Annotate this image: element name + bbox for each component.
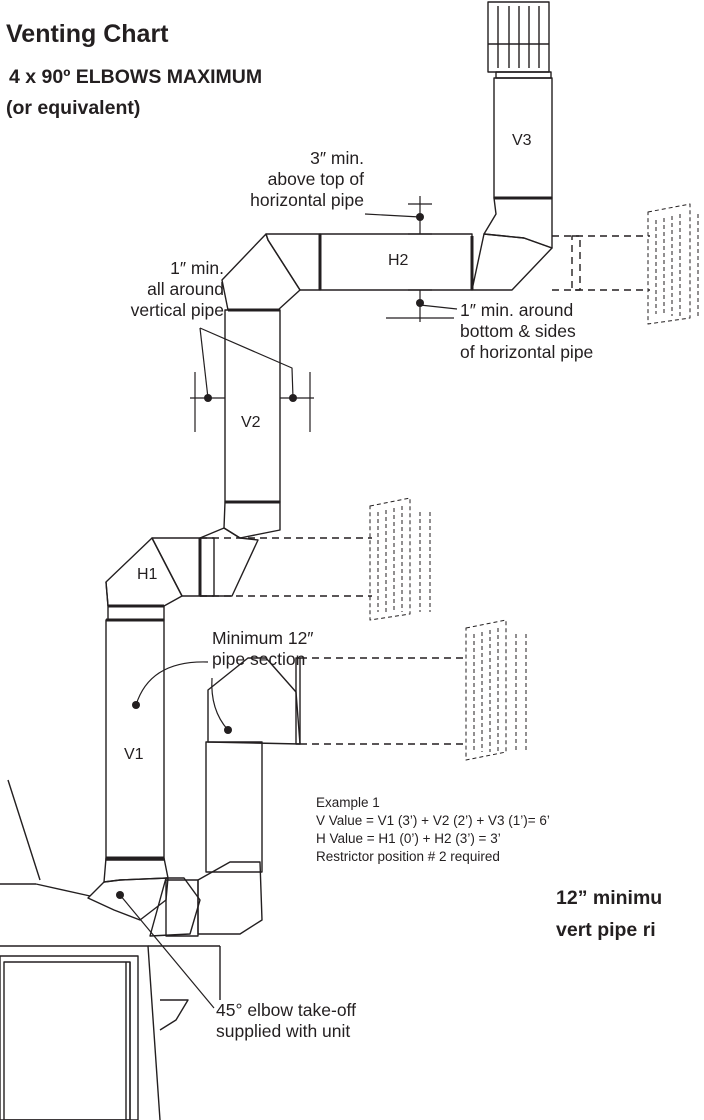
- clearance-marks-v2: [190, 327, 314, 432]
- wall-cap-mid: [369, 497, 431, 621]
- note-bottom-clearance: 1″ min. around bottom & sides of horizon…: [460, 300, 594, 362]
- note-vertical-clearance: 1″ min. all around vertical pipe: [130, 258, 224, 320]
- elbow-top-left: [221, 233, 321, 312]
- subtitle-line2: (or equivalent): [6, 97, 141, 119]
- subtitle-line1: 4 x 90º ELBOWS MAXIMUM: [9, 66, 263, 88]
- label-v3: V3: [512, 132, 532, 149]
- side-caption: 12” minimu vert pipe ri: [556, 887, 663, 941]
- example-block: Example 1 V Value = V1 (3’) + V2 (2’) + …: [316, 794, 550, 866]
- note-top-clearance: 3″ min. above top of horizontal pipe: [250, 148, 364, 210]
- label-v2: V2: [241, 414, 261, 431]
- clearance-marks-h2: [364, 196, 458, 322]
- example-restrictor: Restrictor position # 2 required: [316, 849, 500, 864]
- v3-pipe: [487, 1, 553, 200]
- label-h2: H2: [388, 252, 409, 269]
- dashed-extensions: [200, 235, 650, 745]
- example-title: Example 1: [316, 795, 380, 810]
- example-h-value: H Value = H1 (0’) + H2 (3’) = 3’: [316, 831, 501, 846]
- wall-cap-top: [647, 203, 699, 325]
- bottom-elbow: [87, 857, 201, 937]
- label-h1: H1: [137, 566, 158, 583]
- elbow-top-right: [470, 197, 553, 291]
- elbow-mid: [198, 501, 281, 597]
- leader-lines: [119, 661, 229, 1009]
- page-title: Venting Chart: [6, 20, 169, 48]
- note-min-pipe: Minimum 12″ pipe section: [212, 628, 314, 669]
- note-elbow: 45° elbow take-off supplied with unit: [216, 1000, 356, 1041]
- lower-pipe: [165, 657, 301, 937]
- label-v1: V1: [124, 746, 144, 763]
- wall-cap-low: [465, 619, 527, 761]
- appliance: [0, 779, 221, 1120]
- v1-pipe: [105, 618, 165, 861]
- example-v-value: V Value = V1 (3’) + V2 (2’) + V3 (1’)= 6…: [316, 813, 550, 828]
- v2-pipe: [224, 309, 281, 504]
